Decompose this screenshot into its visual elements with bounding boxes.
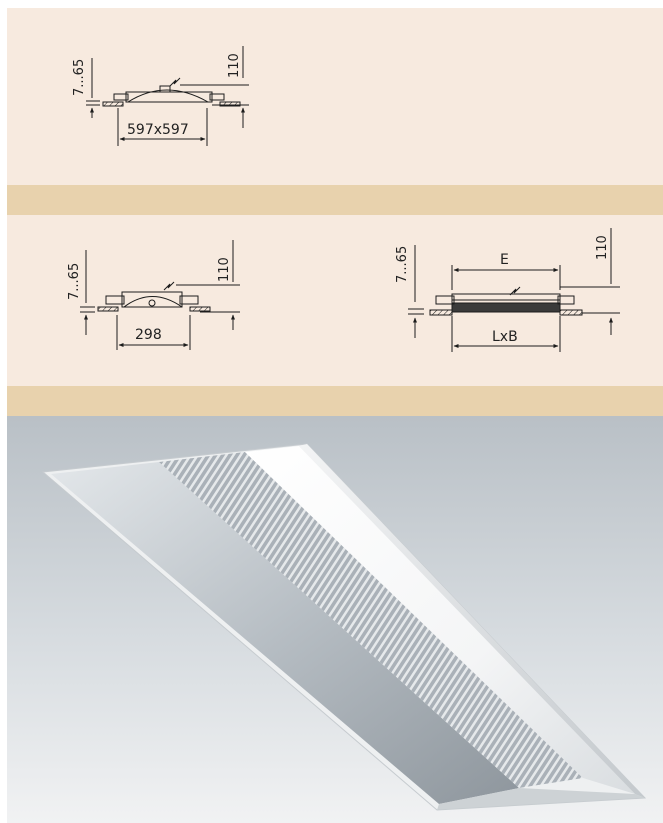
- louvre-grid: [159, 452, 583, 788]
- right-reflector: [299, 444, 645, 798]
- drawing-2-height-label: 7...65: [67, 263, 82, 300]
- drawing-1-reflector: [127, 89, 209, 103]
- technical-drawings: 7...65 110 597x597 7...65 110 298: [67, 46, 620, 352]
- drawing-3-width-label: LxB: [492, 329, 518, 345]
- drawing-1-square-luminaire: [86, 46, 249, 146]
- drawing-3-overall-height-label: 110: [595, 235, 610, 260]
- drawing-2-housing: [121, 291, 183, 308]
- drawing-3-lamp-label: E: [500, 252, 509, 268]
- left-reflector: [51, 462, 519, 804]
- drawing-2-narrow-luminaire: [80, 240, 240, 350]
- luminaire-photo: [7, 416, 663, 823]
- end-cap: [437, 788, 645, 810]
- drawing-2-reflector: [123, 296, 183, 308]
- drawing-3-height-label: 7...65: [395, 246, 410, 283]
- drawing-1-width-label: 597x597: [127, 122, 189, 138]
- drawing-1-ceiling-right: [219, 101, 241, 107]
- separator-stripe-2: [7, 386, 663, 416]
- drawing-2-width-label: 298: [135, 327, 162, 343]
- drawing-1-height-label: 7...65: [72, 59, 87, 96]
- drawing-1-ceiling-left: [102, 101, 124, 107]
- drawing-1-overall-height-label: 110: [227, 53, 242, 78]
- separator-stripe-1: [7, 185, 663, 215]
- diffuser-panel: [245, 446, 635, 794]
- drawing-3-linear-luminaire: [408, 228, 620, 352]
- drawing-2-overall-height-label: 110: [217, 257, 232, 282]
- drawing-panel-top: [7, 8, 663, 185]
